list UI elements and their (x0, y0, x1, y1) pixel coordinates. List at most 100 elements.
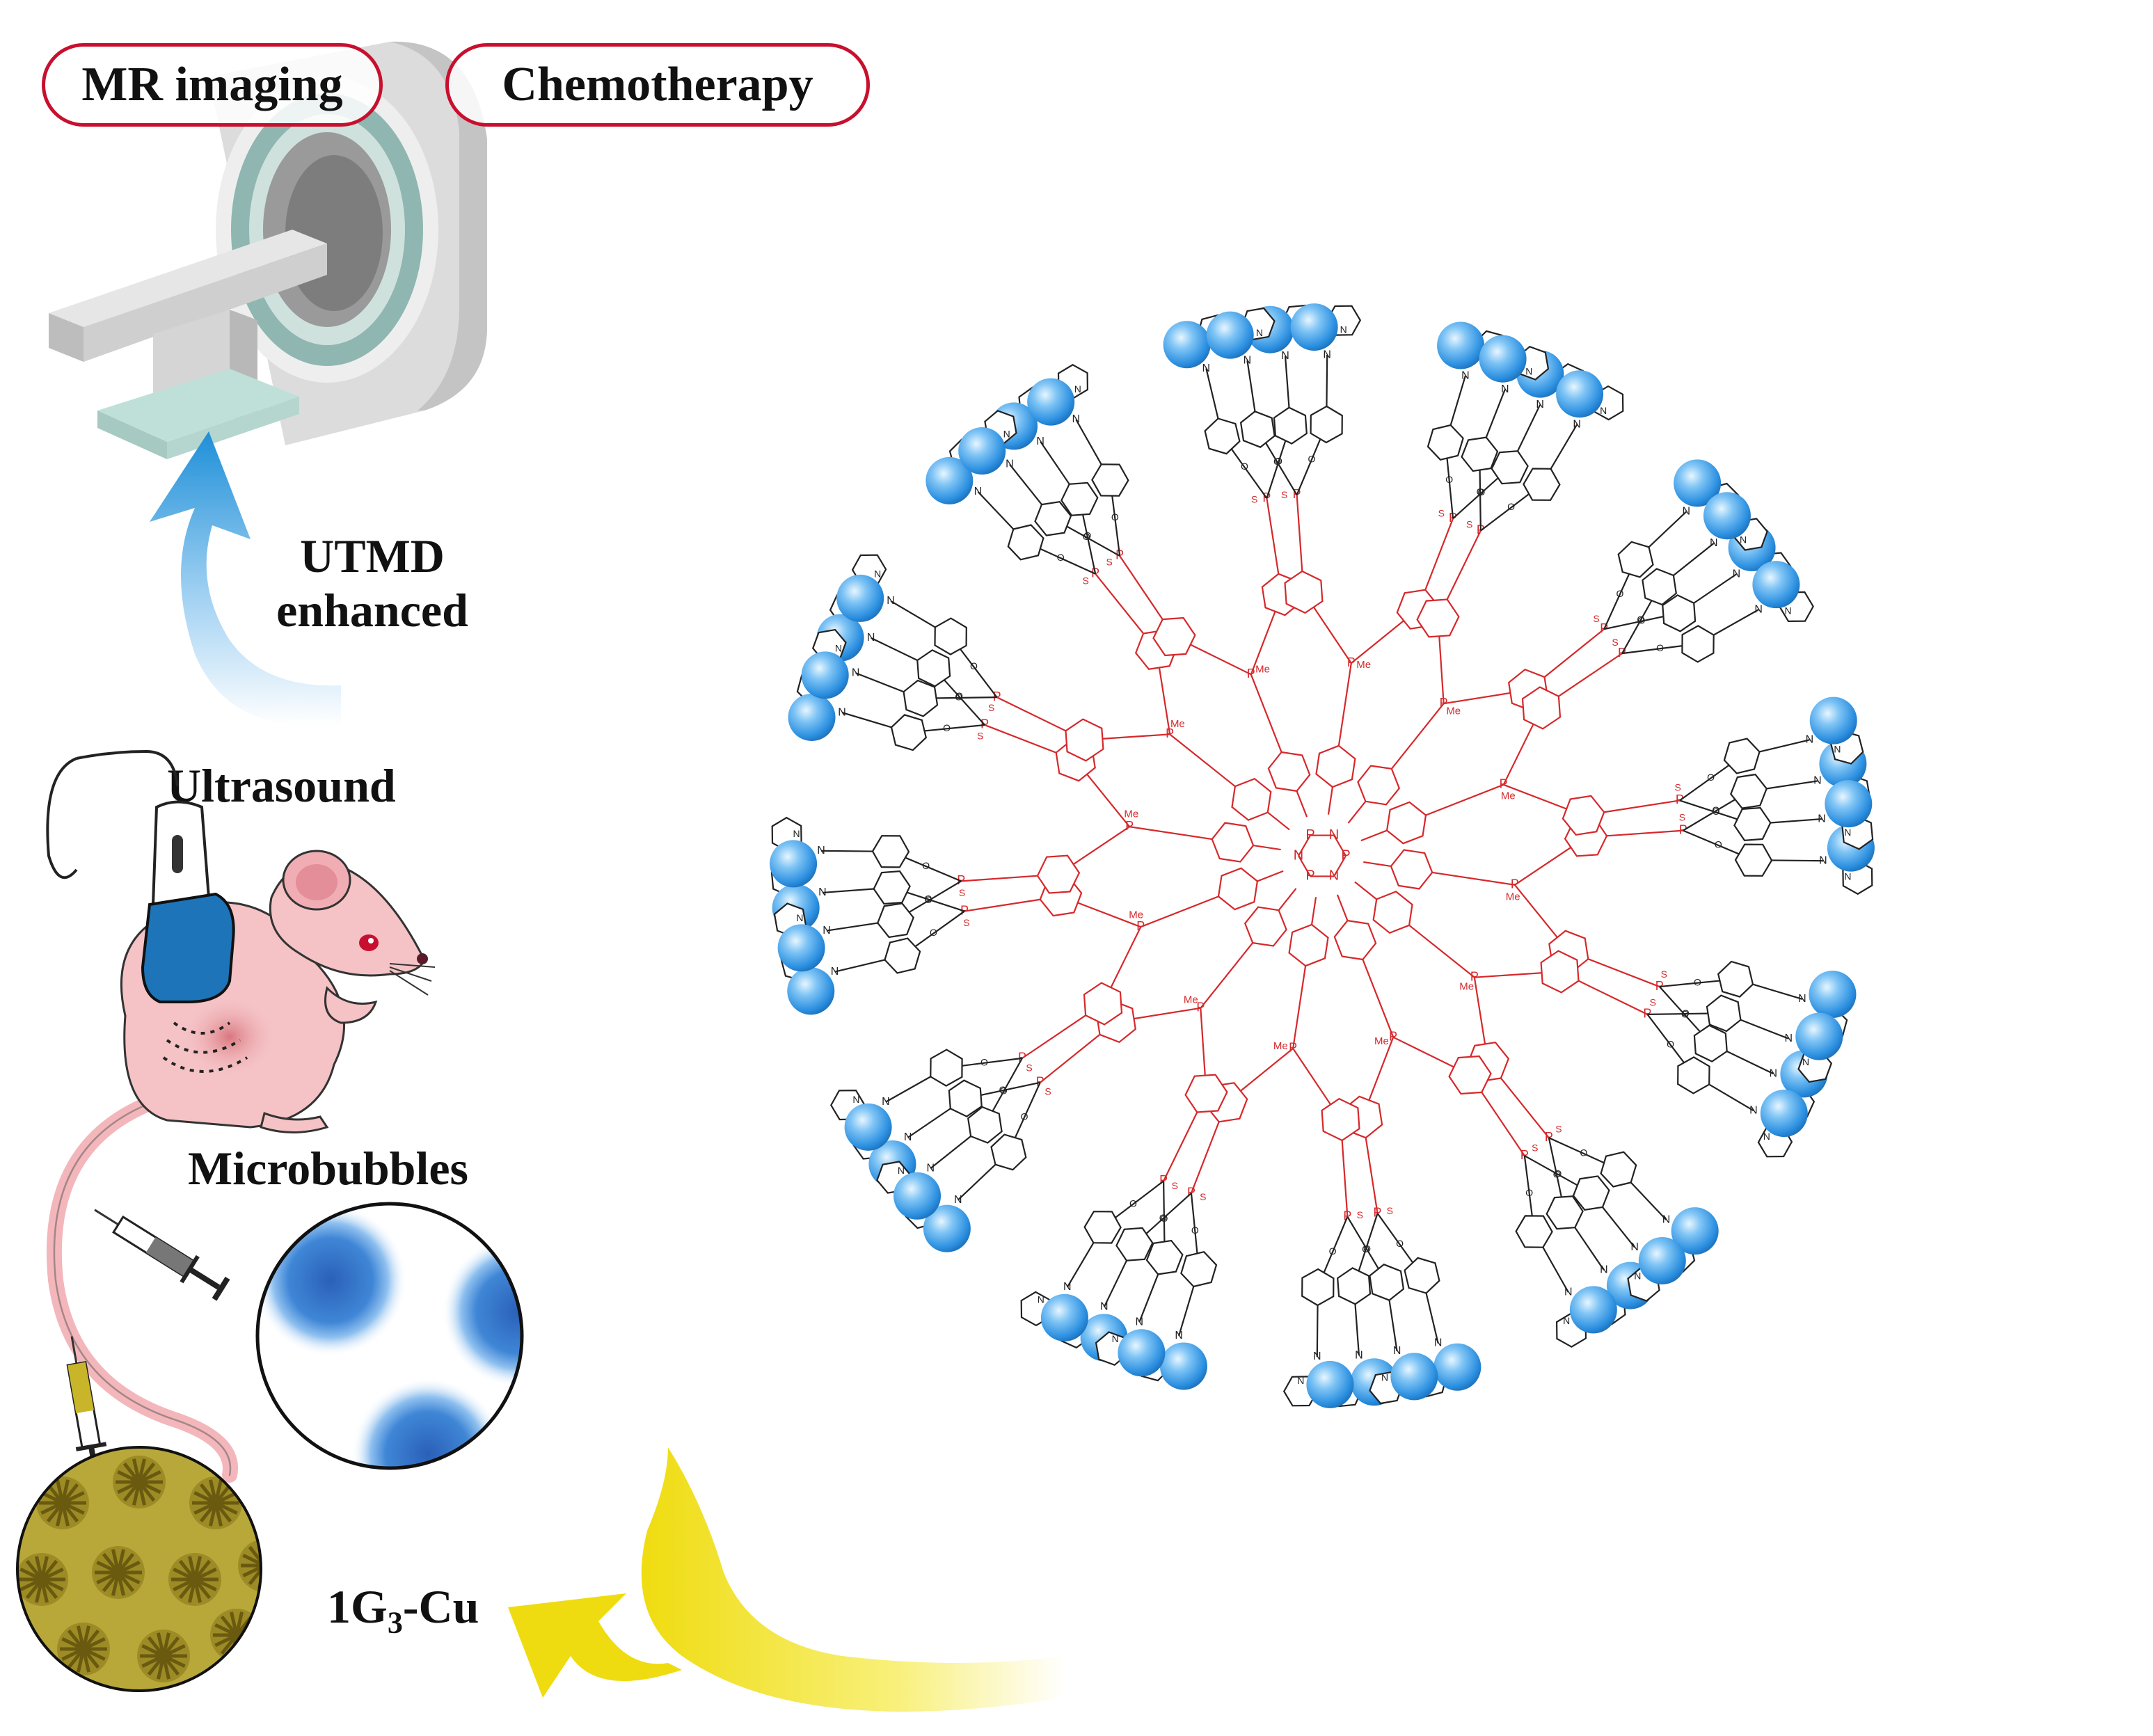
bond (1333, 835, 1346, 857)
benzene-ring (890, 714, 928, 751)
atom-label: O (1682, 1008, 1690, 1019)
atom-label: O (980, 1056, 988, 1067)
benzene-ring (1416, 598, 1460, 638)
bond (1771, 859, 1823, 862)
atom-label: S (963, 917, 969, 928)
bond (890, 600, 936, 628)
benzene-ring (1211, 822, 1255, 863)
atom-label: Me (1255, 664, 1270, 676)
bond (1574, 1227, 1605, 1271)
bond (1326, 355, 1328, 407)
atom-label: N (1834, 743, 1841, 754)
atom-label: P (1036, 1075, 1044, 1089)
utmd-arrow (150, 431, 341, 726)
atom-label: S (1387, 1205, 1393, 1216)
bond (996, 696, 1066, 732)
atom-label: N (1063, 1281, 1072, 1293)
bond (1250, 674, 1282, 753)
atom-label: N (817, 845, 825, 857)
benzene-ring (1706, 994, 1742, 1033)
atom-label: O (1083, 530, 1091, 541)
atom-label: N (796, 912, 803, 923)
benzene-ring (903, 679, 939, 717)
atom-label: O (1396, 1238, 1404, 1249)
atom-label: S (1650, 996, 1656, 1008)
benzene-ring (1523, 468, 1561, 501)
atom-label: O (1057, 552, 1065, 563)
complex-label-main: 1G (327, 1580, 388, 1633)
atom-label: Me (1170, 718, 1185, 730)
bond (1246, 360, 1256, 412)
atom-label: O (1275, 456, 1282, 467)
atom-label: Me (1356, 659, 1371, 671)
benzene-ring (1677, 1056, 1710, 1094)
micelle (137, 1630, 190, 1682)
atom-label: N (1600, 405, 1607, 416)
atom-label: O (1616, 588, 1623, 599)
copper-ion-icon (1040, 1293, 1088, 1341)
atom-label: N (1564, 1286, 1573, 1298)
atom-label: N (1813, 775, 1822, 787)
atom-label: N (882, 1096, 890, 1108)
bond (1558, 653, 1623, 697)
benzene-ring (948, 1079, 983, 1117)
atom-label: N (1244, 354, 1252, 366)
atom-label: P (957, 873, 965, 887)
atom-label: N (1682, 506, 1690, 518)
utmd-label: UTMD (300, 529, 445, 582)
atom-label: O (1083, 531, 1090, 542)
copper-ion-icon (1809, 696, 1857, 744)
benzene-ring (1231, 777, 1272, 821)
bond (1587, 958, 1660, 988)
atom-label: P (1470, 969, 1479, 983)
atom-label: N (1573, 418, 1581, 430)
atom-label: S (1438, 507, 1445, 518)
atom-label: N (1038, 1294, 1044, 1305)
benzene-ring (1562, 795, 1605, 836)
atom-label: O (1656, 642, 1664, 653)
copper-ion-icon (1795, 1012, 1843, 1060)
bond (1296, 495, 1303, 572)
complex-label-suffix: -Cu (402, 1580, 479, 1633)
benzene-ring (1065, 718, 1104, 762)
benzene-ring (1385, 801, 1427, 845)
benzene-ring (1180, 1250, 1218, 1288)
atom-label: Me (1129, 909, 1143, 921)
atom-label: O (1477, 486, 1484, 497)
atom-label: O (1637, 614, 1644, 625)
benzene-ring (1034, 501, 1072, 536)
benzene-ring (930, 1049, 963, 1087)
copper-ion-icon (1433, 1343, 1481, 1391)
bond (930, 1136, 971, 1169)
copper-ion-icon (1390, 1353, 1438, 1401)
bond (1103, 1260, 1128, 1307)
microbubbles-label: Microbubbles (188, 1142, 469, 1195)
benzene-ring (1617, 541, 1654, 578)
atom-label: N (954, 1194, 962, 1206)
atom-label: S (1026, 1062, 1032, 1073)
benzene-ring (1662, 594, 1697, 632)
benzene-ring (916, 649, 951, 687)
dendrimer-branch: MePPSONNONNPSONNONN (852, 888, 1297, 1377)
benzene-ring (1734, 843, 1773, 877)
benzene-ring (1717, 960, 1754, 998)
atom-label: N (1256, 327, 1263, 338)
benzene-ring (1461, 436, 1499, 472)
atom-label: Me (1184, 994, 1198, 1006)
bond (871, 637, 918, 662)
atom-label: O (1363, 1243, 1371, 1255)
atom-label: O (1111, 511, 1119, 523)
atom-label: O (1308, 453, 1315, 464)
dendrimer-branch: MePPSONNONNPSONNONN (770, 592, 1281, 972)
atom-label: S (1044, 1086, 1051, 1097)
dendrimer-branch: MePPSONNONNPSONNONN (1347, 335, 1792, 824)
atom-label: S (988, 702, 994, 713)
micelle (113, 1456, 166, 1508)
bond (1129, 826, 1212, 841)
copper-ion-icon (1809, 971, 1857, 1019)
bond (1604, 799, 1681, 813)
atom-label: P (1389, 1029, 1397, 1043)
bond (1200, 942, 1254, 1009)
atom-label: P (1196, 1001, 1205, 1014)
atom-label: Me (1459, 981, 1474, 993)
